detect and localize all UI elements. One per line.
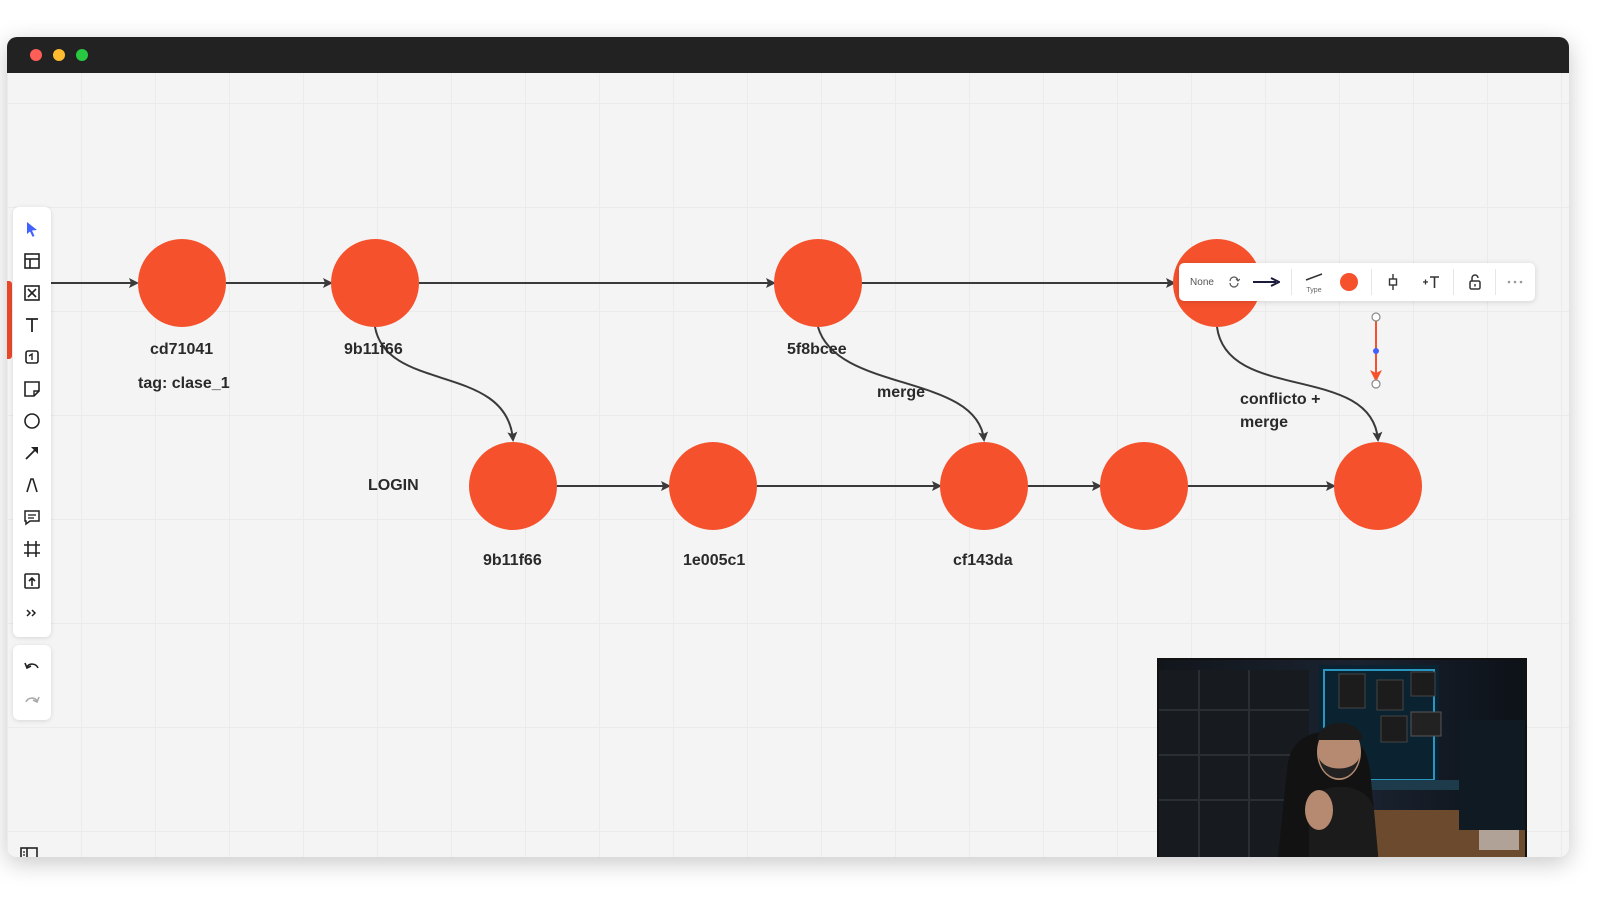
none-label: None	[1190, 276, 1214, 288]
divider	[1495, 269, 1496, 295]
more-options-icon[interactable]	[1501, 263, 1529, 301]
divider	[1371, 269, 1372, 295]
arrow-handle-mid[interactable]	[1373, 348, 1379, 354]
commit-label: 1e005c1	[683, 552, 746, 569]
more-tools-icon[interactable]	[20, 601, 44, 625]
commit-node[interactable]	[1100, 442, 1188, 530]
commit-label: 9b11f66	[344, 341, 403, 358]
upload-icon[interactable]	[20, 569, 44, 593]
commit-node[interactable]	[774, 239, 862, 327]
tag-label: tag: clase_1	[138, 375, 230, 392]
conflict-merge-connector[interactable]	[1216, 326, 1383, 442]
connector-context-toolbar: None Type	[1179, 263, 1535, 301]
sidebar-toggle-icon[interactable]	[15, 841, 43, 857]
arrow-handle-start[interactable]	[1371, 312, 1381, 322]
start-point-none-button[interactable]: None	[1185, 263, 1219, 301]
commit-label: cd71041	[150, 341, 214, 358]
color-swatch	[1340, 273, 1358, 291]
templates-icon[interactable]	[20, 249, 44, 273]
frame-icon[interactable]	[20, 281, 44, 305]
whiteboard-canvas[interactable]: cd71041 tag: clase_1 9b11f66 5f8bcee 9b1…	[7, 73, 1569, 857]
swap-icon[interactable]	[1223, 263, 1245, 301]
commit-label: 9b11f66	[483, 552, 542, 569]
connection-point-icon[interactable]	[1379, 263, 1407, 301]
collapsed-panel-tab[interactable]	[7, 281, 12, 359]
webcam-feed-image	[1159, 660, 1525, 857]
end-arrowhead-icon[interactable]	[1249, 263, 1283, 301]
merge-label: merge	[877, 384, 926, 401]
crop-frame-icon[interactable]	[20, 537, 44, 561]
branch-connector[interactable]	[374, 326, 518, 442]
webcam-overlay	[1157, 658, 1527, 857]
title-bar	[7, 37, 1569, 73]
lock-icon[interactable]	[1461, 263, 1489, 301]
sticky-note-icon[interactable]	[20, 377, 44, 401]
undo-icon[interactable]	[20, 655, 44, 679]
commit-node[interactable]	[138, 239, 226, 327]
type-label: Type	[1306, 287, 1322, 294]
git-graph-diagram	[51, 239, 1422, 530]
pen-icon[interactable]	[20, 473, 44, 497]
commit-label: 5f8bcee	[787, 341, 847, 358]
undo-redo-panel	[13, 645, 51, 720]
branch-name-label: LOGIN	[368, 477, 419, 494]
conflict-label-line2: merge	[1240, 414, 1289, 431]
commit-node[interactable]	[469, 442, 557, 530]
select-icon[interactable]	[20, 217, 44, 241]
commit-node[interactable]	[669, 442, 757, 530]
add-text-icon[interactable]	[1417, 263, 1445, 301]
commit-node[interactable]	[940, 442, 1028, 530]
commit-node[interactable]	[1334, 442, 1422, 530]
divider	[1291, 269, 1292, 295]
app-window: cd71041 tag: clase_1 9b11f66 5f8bcee 9b1…	[7, 37, 1569, 857]
merge-connector[interactable]	[817, 326, 989, 442]
comment-icon[interactable]	[20, 505, 44, 529]
sticker-icon[interactable]	[20, 345, 44, 369]
shape-icon[interactable]	[20, 409, 44, 433]
maximize-window-button[interactable]	[76, 49, 88, 61]
divider	[1453, 269, 1454, 295]
left-toolbar	[13, 207, 51, 637]
color-swatch-button[interactable]	[1335, 263, 1363, 301]
arrow-icon[interactable]	[20, 441, 44, 465]
close-window-button[interactable]	[30, 49, 42, 61]
commit-node[interactable]	[331, 239, 419, 327]
conflict-label-line1: conflicto +	[1240, 391, 1321, 408]
arrow-handle-end[interactable]	[1371, 379, 1381, 389]
commit-label: cf143da	[953, 552, 1013, 569]
redo-icon[interactable]	[20, 689, 44, 713]
line-type-button[interactable]: Type	[1299, 263, 1329, 301]
text-icon[interactable]	[20, 313, 44, 337]
minimize-window-button[interactable]	[53, 49, 65, 61]
